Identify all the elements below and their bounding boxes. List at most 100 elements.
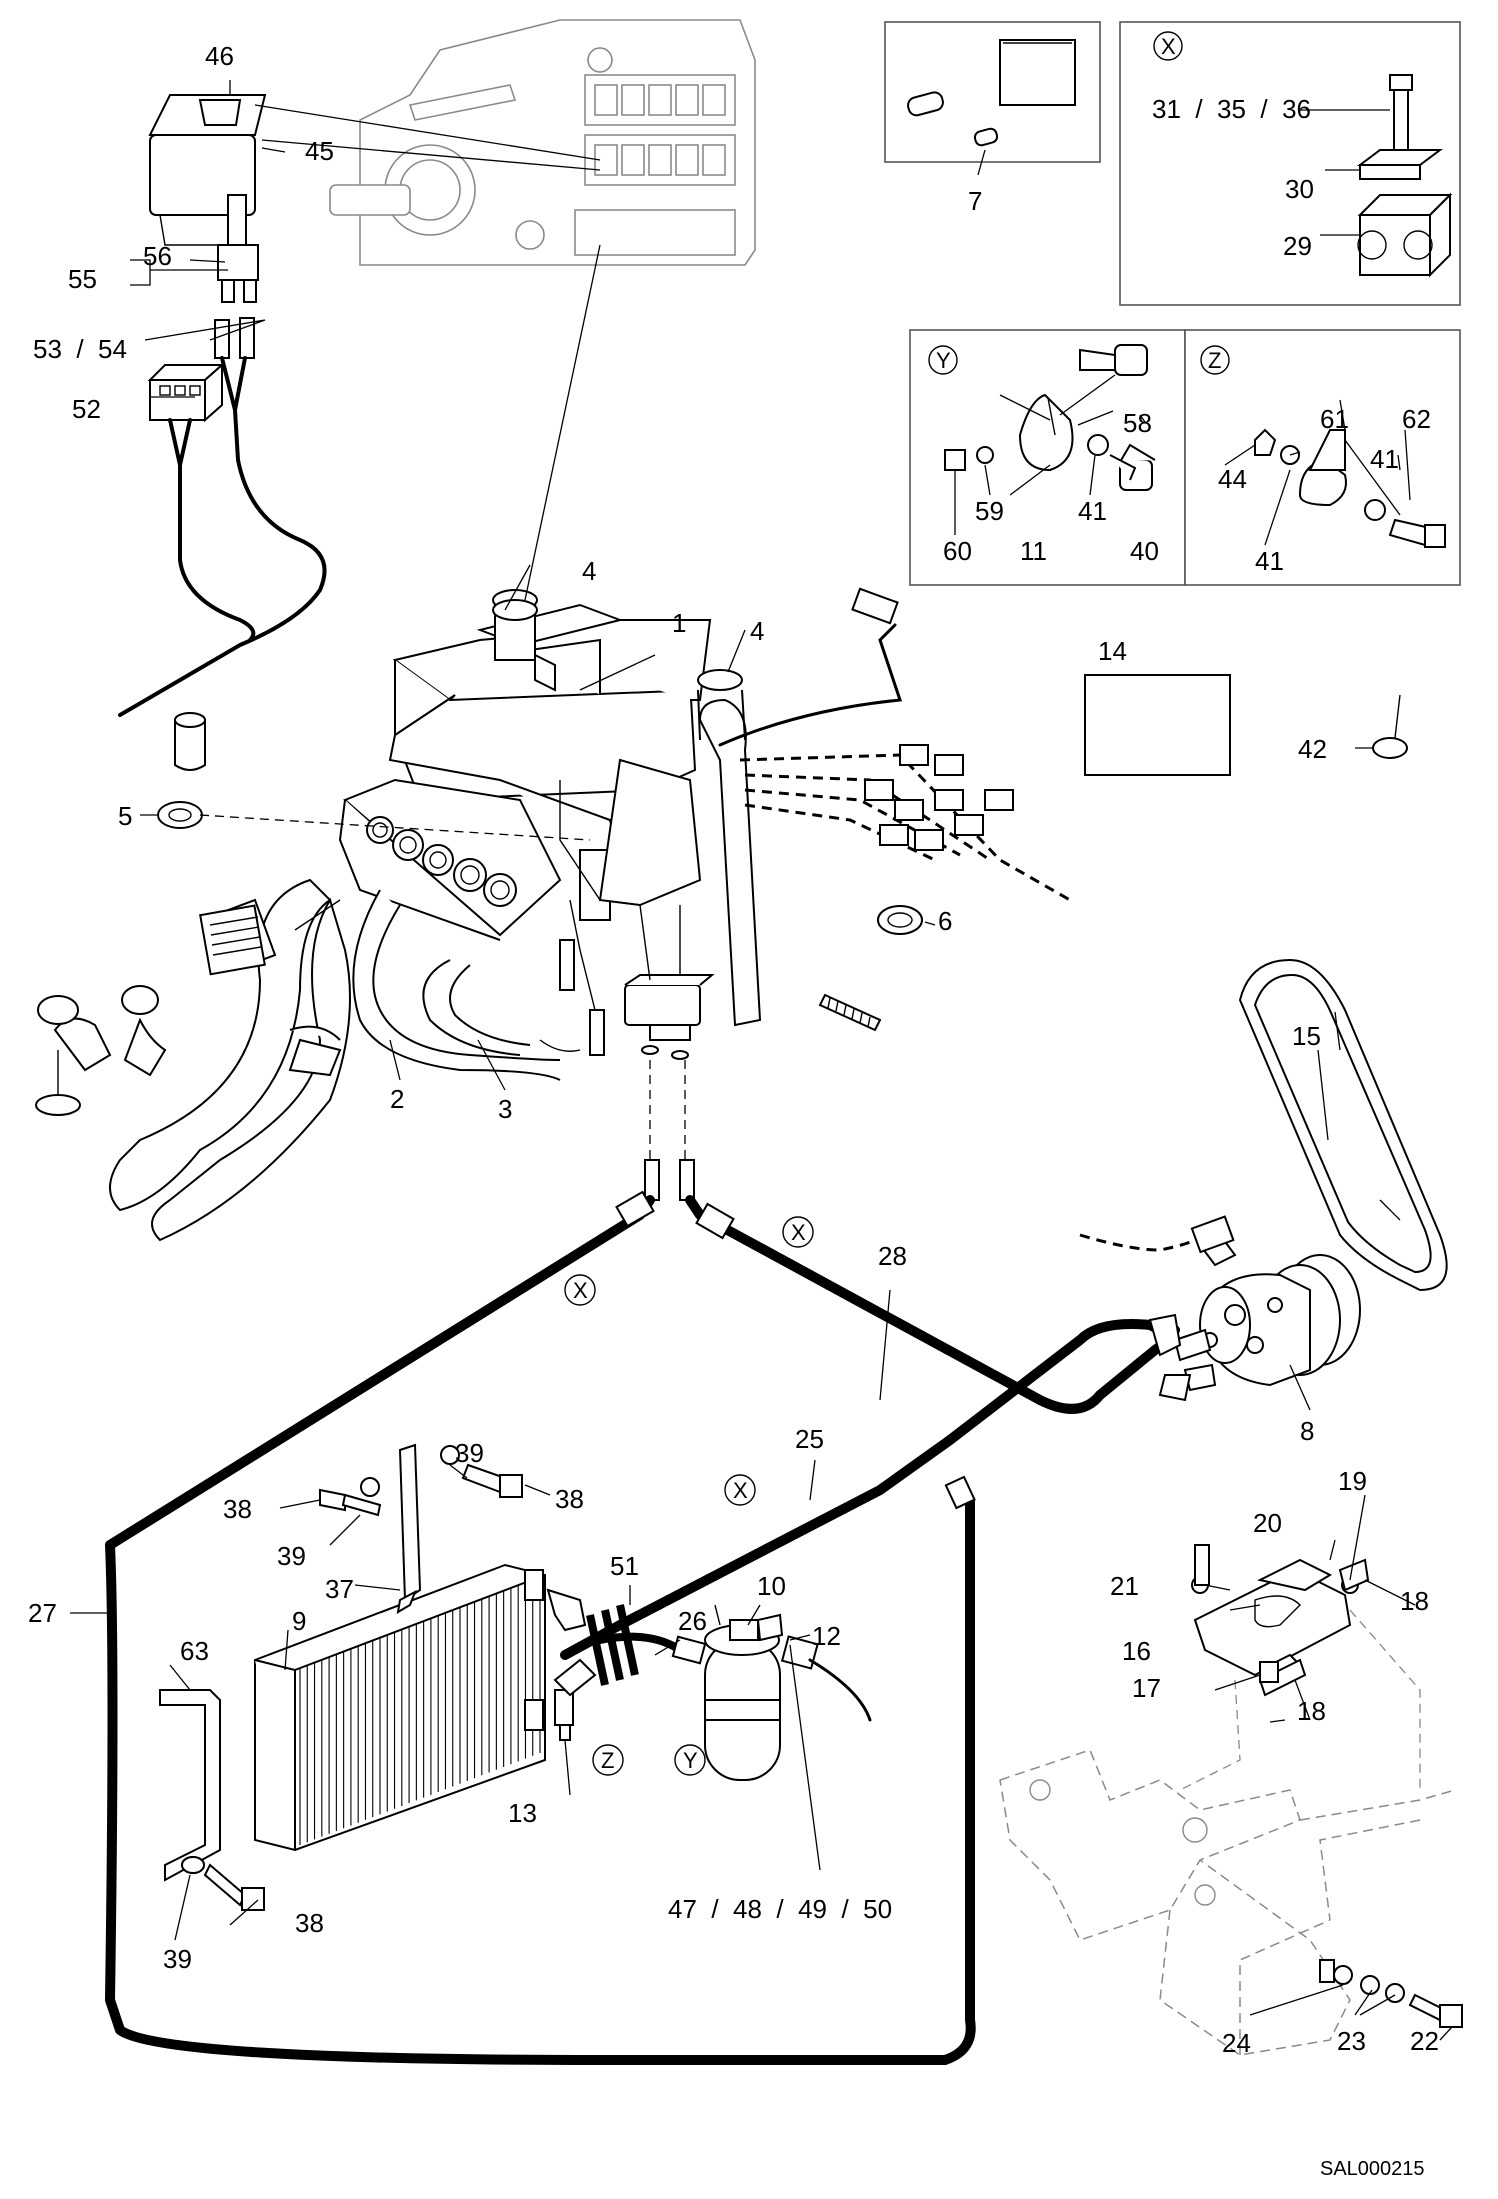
air-ducts-2-3 — [35, 878, 561, 1242]
receiver-drier — [704, 1604, 872, 1781]
drawing-code: SAL000215 — [1320, 2158, 1425, 2180]
label-62: 62 — [1402, 404, 1431, 434]
drive-belt — [1238, 958, 1448, 1292]
label-20: 20 — [1253, 1508, 1282, 1538]
condenser-fins — [299, 1576, 541, 1845]
label-9: 9 — [292, 1606, 306, 1636]
label-17: 17 — [1132, 1673, 1161, 1703]
leader-lines — [70, 80, 1453, 2041]
label-19: 19 — [1338, 1466, 1367, 1496]
vertical-duct — [697, 669, 762, 1027]
label-30: 30 — [1285, 174, 1314, 204]
label-58: 58 — [1123, 408, 1152, 438]
compressor — [1079, 1215, 1361, 1402]
label-6: 6 — [938, 906, 952, 936]
label-26: 26 — [678, 1606, 707, 1636]
label-25: 25 — [795, 1424, 824, 1454]
label-41c: 41 — [1255, 546, 1284, 576]
label-4b: 4 — [750, 616, 764, 646]
label-5: 5 — [118, 801, 132, 831]
ref-x-box: X — [1161, 34, 1176, 59]
condenser — [254, 1563, 546, 1852]
ref-x-drier: X — [733, 1478, 748, 1503]
connector-55-56 — [217, 194, 259, 303]
label-39c: 39 — [163, 1944, 192, 1974]
label-59: 59 — [975, 496, 1004, 526]
label-38b: 38 — [555, 1484, 584, 1514]
connector-52 — [147, 362, 225, 423]
grommet-6 — [877, 905, 923, 935]
label-63: 63 — [180, 1636, 209, 1666]
label-55: 55 — [68, 264, 97, 294]
assembly-line-pipes — [649, 1060, 686, 1160]
label-16: 16 — [1122, 1636, 1151, 1666]
pipe-fittings — [644, 1159, 695, 1201]
engine-mount — [999, 1609, 1463, 2056]
label-39b: 39 — [277, 1541, 306, 1571]
label-28: 28 — [878, 1241, 907, 1271]
label-18a: 18 — [1400, 1586, 1429, 1616]
duct-cap-4-left — [492, 589, 538, 661]
dashboard-panel — [329, 19, 756, 266]
label-52: 52 — [72, 394, 101, 424]
fittings-condenser — [546, 1588, 597, 1697]
bolt-38-bottom — [181, 1856, 265, 1911]
label-47-50: 47 / 48 / 49 / 50 — [668, 1894, 892, 1924]
switch-harness — [118, 356, 327, 717]
label-22: 22 — [1410, 2026, 1439, 2056]
spring-clip — [818, 993, 882, 1032]
circle-markers — [564, 1216, 814, 1776]
part-42-ring — [1372, 694, 1408, 759]
expansion-valve — [539, 899, 715, 1060]
hose-25 — [560, 1319, 1165, 1660]
label-44: 44 — [1218, 464, 1247, 494]
label-61: 61 — [1320, 404, 1349, 434]
detail-box-x — [1119, 21, 1461, 306]
label-13: 13 — [508, 1798, 537, 1828]
label-10: 10 — [757, 1571, 786, 1601]
ref-z-box: Z — [1208, 348, 1221, 373]
ref-x-hose-left: X — [573, 1278, 588, 1303]
detail-box-7 — [884, 21, 1101, 176]
hose-27 — [105, 1190, 976, 2065]
label-21: 21 — [1110, 1571, 1139, 1601]
label-31-35-36: 31 / 35 / 36 — [1152, 94, 1311, 124]
pressure-switch-13 — [554, 1689, 574, 1741]
gasket-5 — [157, 712, 206, 829]
label-40: 40 — [1130, 536, 1159, 566]
label-42: 42 — [1298, 734, 1327, 764]
label-60: 60 — [943, 536, 972, 566]
label-8: 8 — [1300, 1416, 1314, 1446]
clamps-51 — [586, 1604, 639, 1686]
ref-z-drier: Z — [601, 1748, 614, 1773]
label-3: 3 — [498, 1094, 512, 1124]
hose-28 — [685, 1195, 1180, 1414]
bracket-37 — [319, 1443, 523, 1614]
part-14-label — [1084, 674, 1231, 776]
terminals-53-54 — [214, 317, 255, 359]
bracket-16 — [1191, 1544, 1370, 1697]
label-38c: 38 — [295, 1908, 324, 1938]
ref-y-box: Y — [936, 348, 951, 373]
label-1: 1 — [672, 608, 686, 638]
label-29: 29 — [1283, 231, 1312, 261]
detail-box-y — [909, 329, 1186, 586]
label-39a: 39 — [455, 1438, 484, 1468]
part-labels: 4 6 45 55 56 53 / 54 52 31 / 35 / 36 30 2… — [28, 41, 1439, 2058]
assembly-line-5 — [199, 814, 591, 841]
label-7: 7 — [968, 186, 982, 216]
detail-box-z — [1184, 329, 1461, 586]
label-45: 45 — [305, 136, 334, 166]
label-24: 24 — [1222, 2028, 1251, 2058]
label-12: 12 — [812, 1621, 841, 1651]
label-53-54: 53 / 54 — [33, 334, 127, 364]
label-18b: 18 — [1297, 1696, 1326, 1726]
heater-unit — [338, 603, 712, 941]
label-41a: 41 — [1078, 496, 1107, 526]
label-56: 56 — [143, 241, 172, 271]
label-15: 15 — [1292, 1021, 1321, 1051]
heater-harness — [718, 587, 1071, 902]
label-41b: 41 — [1370, 444, 1399, 474]
